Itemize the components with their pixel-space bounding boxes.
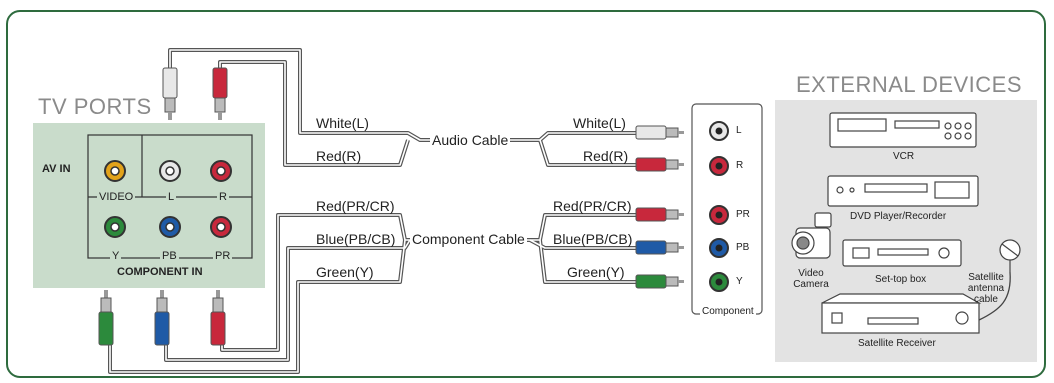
device-r-label: R [736,160,744,171]
red-component-plug-right [635,207,684,222]
dvd-player-icon [827,175,979,207]
red-plug-bottom [210,290,226,346]
video-label: VIDEO [97,191,136,203]
component-in-label: COMPONENT IN [117,266,203,278]
left-green-y-label: Green(Y) [316,264,374,280]
blue-component-plug-right [635,240,684,255]
l-label: L [166,191,177,203]
satellite-cable-label: Satellite antenna cable [967,272,1005,305]
dvd-label: DVD Player/Recorder [850,211,947,222]
component-panel-label: Component [700,306,756,317]
left-white-l-label: White(L) [316,115,369,131]
right-blue-pb-label: Blue(PB/CB) [553,231,633,247]
green-plug-bottom [98,290,114,346]
device-pr-label: PR [736,209,750,220]
right-rca-plugs [635,125,684,289]
bottom-rca-plugs [98,290,226,346]
r-label: R [217,191,229,203]
red-plug-top [212,67,228,120]
audio-cable-label: Audio Cable [430,132,511,148]
video-camera-label: Video Camera [793,268,829,290]
video-camera-icon [791,212,832,259]
left-red-r-label: Red(R) [316,148,362,164]
device-pb-label: PB [736,242,750,253]
set-top-box-icon [842,239,962,267]
top-rca-plugs [162,67,228,120]
right-red-pr-label: Red(PR/CR) [553,198,632,214]
vcr-label: VCR [893,151,915,162]
external-devices-title: EXTERNAL DEVICES [796,72,1023,97]
y-label: Y [110,250,122,262]
device-y-label: Y [736,276,743,287]
component-cable-label: Component Cable [410,231,527,247]
left-red-pr-label: Red(PR/CR) [316,198,395,214]
blue-plug-bottom [154,290,170,346]
right-green-y-label: Green(Y) [567,264,625,280]
green-component-plug-right [635,274,684,289]
device-l-label: L [736,125,742,136]
diagram-frame [6,10,1046,378]
pr-label: PR [213,250,233,262]
pb-label: PB [160,250,179,262]
satellite-receiver-label: Satellite Receiver [858,338,936,349]
white-plug-right [635,125,684,140]
satellite-receiver-icon [821,293,982,334]
av-in-label: AV IN [42,163,71,175]
vcr-icon [829,112,977,148]
left-blue-pb-label: Blue(PB/CB) [316,231,396,247]
white-plug-top [162,67,178,120]
tv-ports-panel [33,123,265,288]
device-jacks [709,121,729,292]
device-drawings [791,112,1021,334]
satellite-dish-icon [999,239,1021,272]
tv-jacks [104,160,232,238]
set-top-box-label: Set-top box [875,274,927,285]
right-white-l-label: White(L) [573,115,626,131]
tv-ports-title: TV PORTS [38,94,152,119]
satellite-antenna-cable [978,271,1011,321]
red-plug-right [635,157,684,172]
right-red-r-label: Red(R) [583,148,629,164]
